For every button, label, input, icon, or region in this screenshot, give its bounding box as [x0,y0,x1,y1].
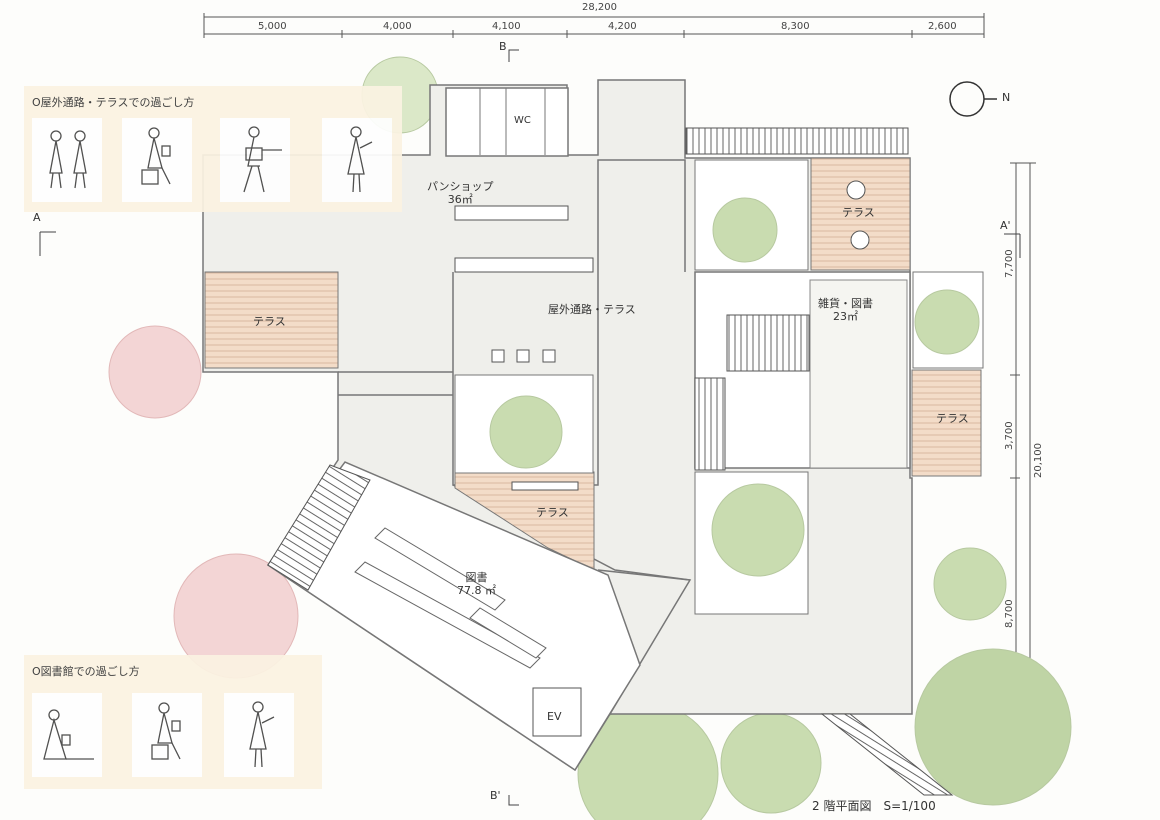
dimension-segment: 4,100 [492,21,521,32]
north-arrow-icon [949,81,997,117]
terrace-label: テラス [253,315,286,328]
wc-label: WC [514,115,531,126]
outdoor-passage-label: 屋外通路・テラス [548,303,636,316]
standing-figure-icon [224,693,294,777]
drawing-caption: 2 階平面図 S=1/100 [812,799,936,813]
library-name: 図書 [465,571,488,584]
goods-name: 雑貨・図書 [818,297,873,310]
floor-sitting-reading-figure-icon [32,693,102,777]
dimension-vertical-segment: 3,700 [1004,421,1015,450]
stairs-north [726,314,810,372]
dimension-segment: 5,000 [258,21,287,32]
bakery-area: 36㎡ [447,192,473,206]
walking-with-bag-figure-icon [220,118,290,202]
terrace-label: テラス [536,506,569,519]
outdoor-usage-panel: O屋外通路・テラスでの過ごし方 [24,86,402,212]
terrace-northeast [810,157,911,271]
ev-label: EV [547,710,562,723]
terrace-label: テラス [842,206,875,219]
terrace-label: テラス [936,412,969,425]
goods-area: 23㎡ [833,309,858,323]
elevator [532,687,582,737]
outdoor-panel-title: O屋外通路・テラスでの過ごし方 [32,96,195,109]
library-usage-panel: O図書館での過ごし方 [24,655,322,789]
dimension-vertical-total: 20,100 [1033,443,1044,478]
dimension-segment: 2,600 [928,21,957,32]
north-label: N [1002,91,1011,104]
dimension-vertical-segment: 7,700 [1004,249,1015,278]
dimension-vertical-segment: 8,700 [1004,599,1015,628]
section-marker-b-prime: B' [490,789,501,802]
walking-figures-icon [32,118,102,202]
library-area: 77.8 ㎡ [457,583,496,597]
section-marker-lines [39,49,1021,806]
bakery-name: パンショップ [427,180,494,193]
tree-icon [489,197,980,577]
section-marker-a-prime: A' [1000,219,1011,232]
terrace-east [911,369,982,477]
sitting-reading-figure-icon [122,118,192,202]
wc-room [445,87,569,157]
standing-figure-icon [322,118,392,202]
section-marker-b: B [499,40,507,53]
dimension-segment: 4,200 [608,21,637,32]
section-marker-a: A [33,211,41,224]
dimension-total: 28,200 [582,2,617,13]
library-panel-title: O図書館での過ごし方 [32,665,140,678]
dimension-segment: 4,000 [383,21,412,32]
sitting-reading-figure-icon [132,693,202,777]
terrace-west [204,271,339,369]
dimension-segment: 8,300 [781,21,810,32]
